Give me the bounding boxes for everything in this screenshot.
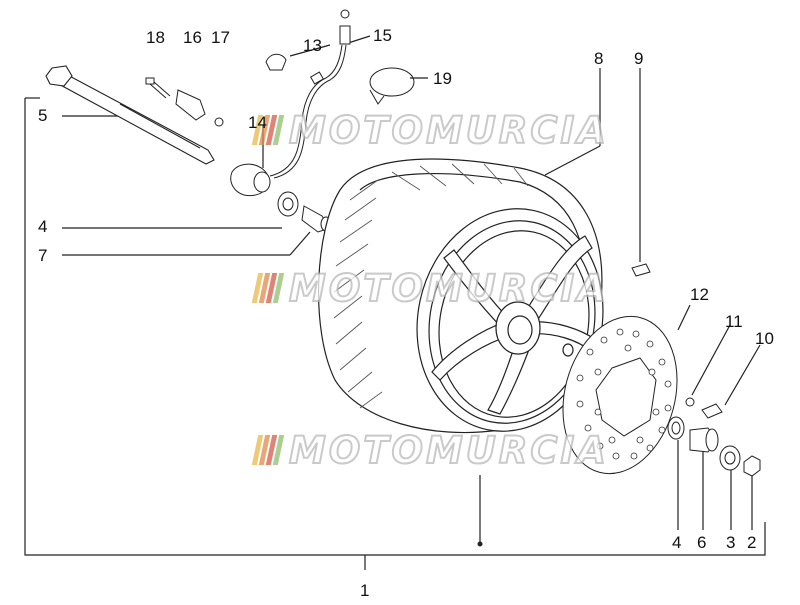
callout-19: 19 bbox=[433, 69, 452, 88]
bolt-18-head bbox=[145, 77, 155, 85]
watermark-top: MOTOMURCIA bbox=[251, 108, 609, 153]
nut-2 bbox=[743, 455, 761, 477]
callout-7: 7 bbox=[38, 246, 48, 265]
clip-16 bbox=[175, 89, 206, 121]
brake-disc bbox=[562, 315, 678, 475]
leader-7 bbox=[289, 231, 311, 256]
watermark-flag-icon bbox=[251, 273, 285, 303]
callout-1: 1 bbox=[360, 581, 370, 600]
callout-3: 3 bbox=[726, 533, 736, 552]
nut-17 bbox=[214, 117, 224, 127]
watermark-text: MOTOMURCIA bbox=[288, 428, 609, 473]
watermark-text: MOTOMURCIA bbox=[288, 108, 609, 153]
callout-14: 14 bbox=[248, 113, 267, 132]
callout-10: 10 bbox=[755, 329, 774, 348]
callout-16: 16 bbox=[183, 28, 202, 47]
callout-15: 15 bbox=[373, 26, 392, 45]
callout-9: 9 bbox=[634, 49, 644, 68]
callout-17: 17 bbox=[211, 28, 230, 47]
callout-12: 12 bbox=[690, 285, 709, 304]
washer-11 bbox=[685, 397, 695, 407]
screw-10 bbox=[701, 403, 723, 419]
axle-part bbox=[45, 65, 215, 165]
callout-18: 18 bbox=[146, 28, 165, 47]
cable-tie-19 bbox=[369, 67, 415, 105]
leader-11 bbox=[691, 324, 731, 396]
leader-10 bbox=[724, 344, 761, 406]
callout-4-top: 4 bbox=[38, 217, 48, 236]
callout-13: 13 bbox=[303, 36, 322, 55]
callout-8: 8 bbox=[594, 49, 604, 68]
callout-4-bottom: 4 bbox=[672, 533, 682, 552]
callout-5: 5 bbox=[38, 106, 48, 125]
watermark-text: MOTOMURCIA bbox=[288, 266, 609, 311]
leader-12 bbox=[677, 304, 691, 331]
watermark-bottom: MOTOMURCIA bbox=[251, 428, 609, 473]
assembly-bracket bbox=[24, 98, 766, 556]
bolt-9 bbox=[631, 263, 651, 277]
clip-13 bbox=[265, 53, 287, 71]
callout-11: 11 bbox=[725, 312, 743, 331]
leader-13 bbox=[289, 44, 331, 57]
rim bbox=[416, 208, 604, 432]
watermark-flag-icon bbox=[251, 435, 285, 465]
watermark-middle: MOTOMURCIA bbox=[251, 266, 609, 311]
callout-6: 6 bbox=[697, 533, 707, 552]
callout-2: 2 bbox=[747, 533, 757, 552]
